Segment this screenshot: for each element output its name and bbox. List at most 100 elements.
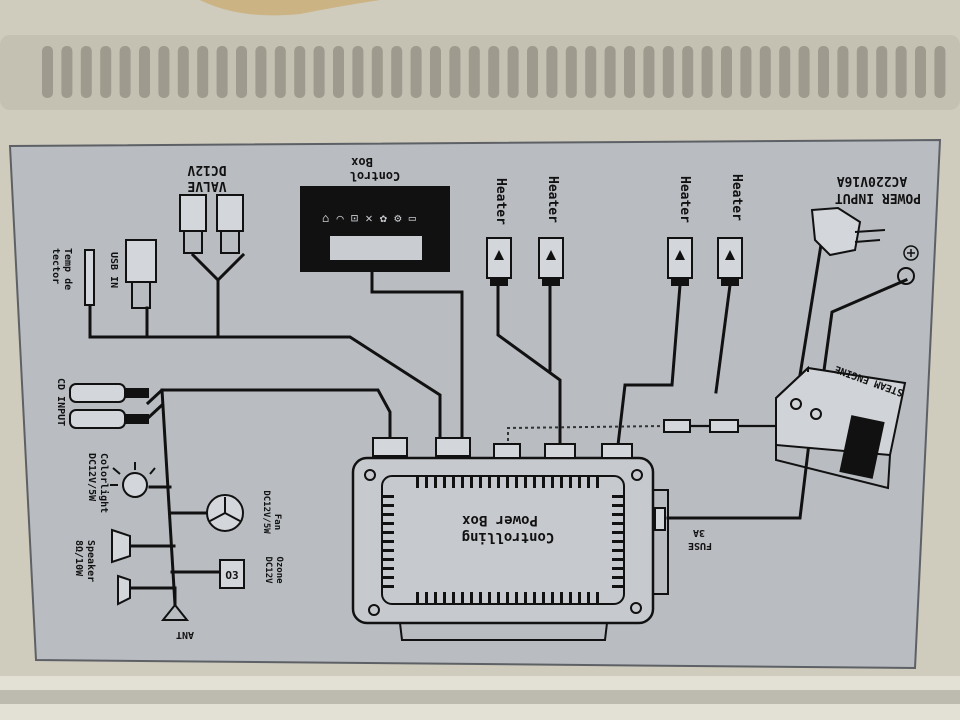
temp-label-2: tector xyxy=(50,248,61,284)
heat-sink-fin xyxy=(434,476,437,488)
heat-sink-fin xyxy=(533,592,536,604)
speaker-rating-label: 8Ω/10W xyxy=(73,540,84,577)
heat-sink-fin xyxy=(452,592,455,604)
steam-engine-brand-badge xyxy=(839,415,885,479)
wire-cd-to-box xyxy=(145,388,392,440)
heat-sink-fin xyxy=(596,592,599,604)
wire-heater-4 xyxy=(714,283,732,394)
speaker-icon xyxy=(111,528,131,606)
heat-sink-fin xyxy=(497,592,500,604)
speaker-label: Speaker xyxy=(85,540,96,582)
vent-slot xyxy=(449,46,461,98)
wire-fuse xyxy=(666,416,814,520)
valve-connector-2 xyxy=(216,194,244,232)
heat-sink-fin xyxy=(382,558,394,561)
vent-slot xyxy=(313,46,325,98)
heat-sink-fin xyxy=(612,522,624,525)
heat-sink-fin xyxy=(382,495,394,498)
cd-jacks xyxy=(69,383,149,429)
vent-slot xyxy=(80,46,92,98)
vent-slot xyxy=(643,46,655,98)
vent-slot xyxy=(624,46,635,98)
vent-slot xyxy=(604,46,616,98)
heater-connector-2 xyxy=(538,237,564,286)
vent-slot xyxy=(139,46,150,98)
vent-slot xyxy=(585,46,597,98)
temp-sensor xyxy=(84,249,95,306)
vent-slot xyxy=(740,46,752,98)
heater-connector-3 xyxy=(667,237,693,286)
vent-slot xyxy=(430,46,441,98)
vent-slot xyxy=(197,46,209,98)
heat-sink-fin xyxy=(542,476,545,488)
vent-slot xyxy=(507,46,519,98)
steam-engine xyxy=(775,365,907,490)
heat-sink-fin xyxy=(587,592,590,604)
power-box-side xyxy=(653,489,669,595)
heat-sink-fin xyxy=(578,592,581,604)
ground-icon-mark xyxy=(907,249,915,257)
vent-slot xyxy=(177,46,189,98)
vent-slot xyxy=(915,46,926,98)
vent-slot xyxy=(333,46,344,98)
fuse-rating-label: 3A xyxy=(693,527,705,538)
fan-icon xyxy=(206,494,244,532)
heat-sink-fin xyxy=(461,592,464,604)
vent-slot xyxy=(876,46,888,98)
heat-sink-fin xyxy=(382,540,394,543)
heat-sink-fin xyxy=(470,476,473,488)
wire-control-box xyxy=(370,270,464,440)
ozone-symbol: O3 xyxy=(225,569,238,582)
heater-connector-1 xyxy=(486,237,512,286)
wires xyxy=(88,218,908,607)
fuse-holder xyxy=(654,507,666,531)
vent-slot xyxy=(546,46,558,98)
usb-connector-tail xyxy=(131,281,151,309)
colorlight-rating-label: DC12V/5W xyxy=(86,453,97,502)
vent-slot xyxy=(100,46,112,98)
heat-sink-fin xyxy=(382,585,394,588)
cd-input-label: CD INPUT xyxy=(55,378,66,426)
heat-sink-fin xyxy=(470,592,473,604)
heater-label-2: Heater xyxy=(545,176,560,223)
heat-sink-fin xyxy=(382,576,394,579)
ground-terminal xyxy=(897,267,915,285)
controlling-power-box xyxy=(351,437,669,641)
heat-sink-fin xyxy=(479,592,482,604)
heat-sink-fin xyxy=(560,476,563,488)
heat-sink-fin xyxy=(612,540,624,543)
heat-sink-fin xyxy=(497,476,500,488)
heat-sink-fin xyxy=(612,558,624,561)
control-box-label-2: Box xyxy=(351,155,373,169)
power-box-title: Controlling xyxy=(462,529,555,545)
heat-sink-fin xyxy=(506,592,509,604)
heat-sink-fin xyxy=(479,476,482,488)
fan-rating-label: DC12V/5W xyxy=(261,490,271,534)
heat-sink-fin xyxy=(425,476,428,488)
colorlight-bulb-icon xyxy=(110,462,156,498)
power-box-fins xyxy=(382,476,624,604)
heat-sink-fin xyxy=(488,592,491,604)
vent-slot xyxy=(42,46,53,98)
fan-label: Fan xyxy=(272,514,282,530)
vent-slot xyxy=(255,46,267,98)
heat-sink-fin xyxy=(533,476,536,488)
heat-sink-fin xyxy=(382,549,394,552)
control-box-label: Control xyxy=(350,169,401,183)
vent-slot xyxy=(856,46,868,98)
valve-label: VALVE xyxy=(187,178,226,193)
wire-aux-trunk xyxy=(160,388,177,607)
vent-slot xyxy=(371,46,383,98)
vent-slot xyxy=(565,46,577,98)
heat-sink-fin xyxy=(542,592,545,604)
wire-ground xyxy=(820,278,908,387)
heat-sink-fin xyxy=(569,476,572,488)
vent-slot xyxy=(934,46,946,98)
heater-label-3: Heater xyxy=(677,176,692,223)
vent-slot xyxy=(61,46,73,98)
vent-slot xyxy=(701,46,713,98)
heat-sink-fin xyxy=(382,567,394,570)
power-input-label: POWER INPUT xyxy=(835,190,921,205)
heat-sink-fin xyxy=(452,476,455,488)
heat-sink-fin xyxy=(382,504,394,507)
